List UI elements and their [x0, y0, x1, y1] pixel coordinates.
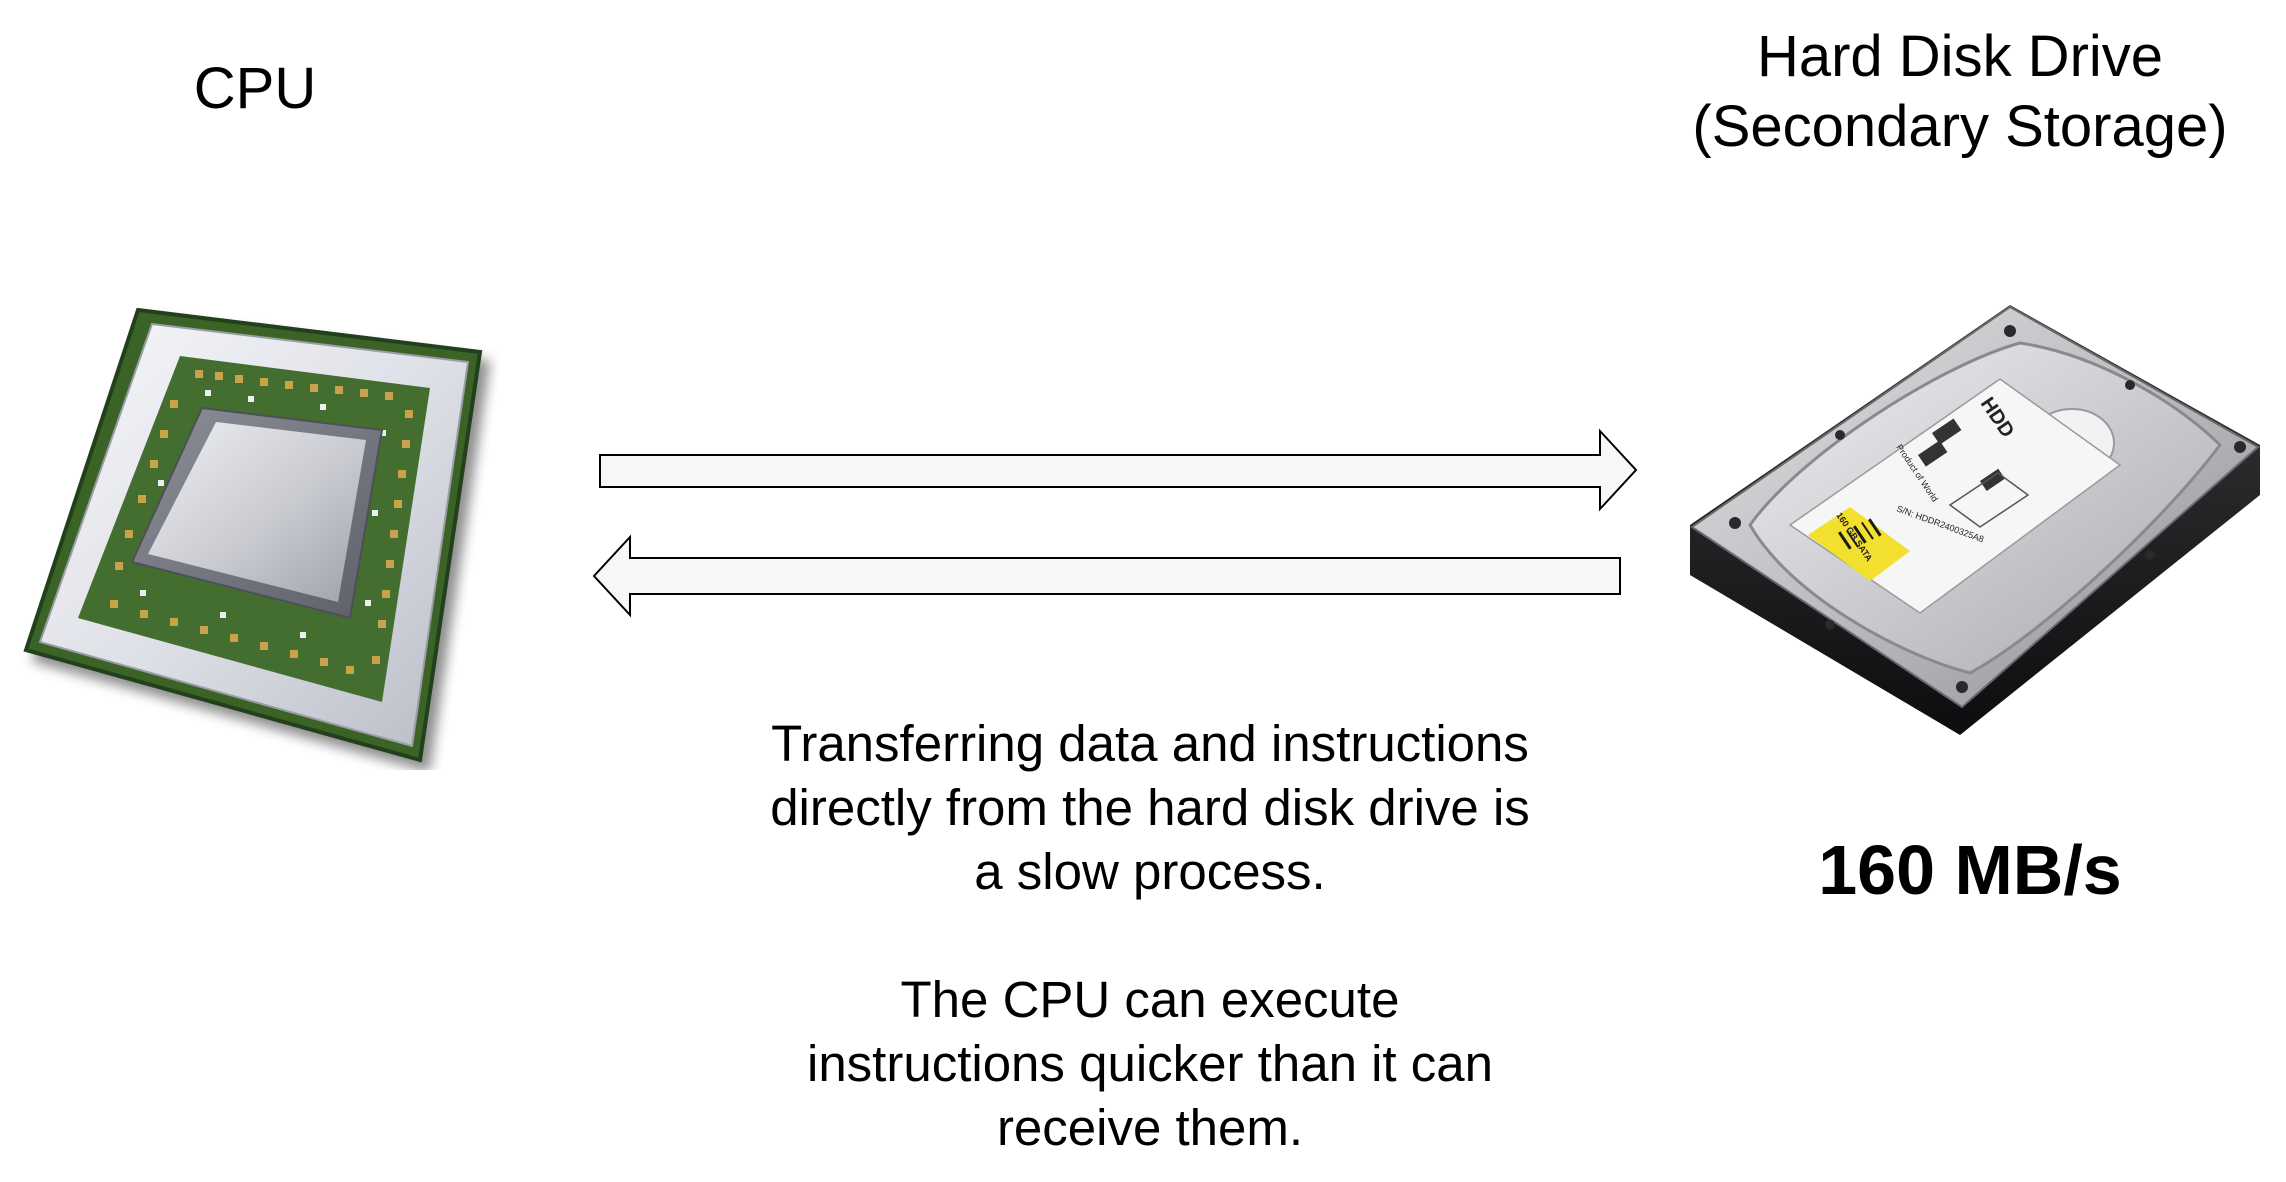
description-line: The CPU can execute — [900, 971, 1400, 1028]
hdd-label-line2: (Secondary Storage) — [1692, 94, 2228, 159]
hdd-sticker-box — [1948, 472, 2030, 528]
hdd-screws — [1729, 325, 2246, 693]
cpu-die — [148, 422, 366, 602]
description-line: directly from the hard disk drive is — [770, 779, 1530, 836]
arrow-right-icon — [599, 428, 1638, 512]
hdd-label: Hard Disk Drive (Secondary Storage) — [1660, 22, 2260, 162]
description-line: instructions quicker than it can — [806, 1035, 1493, 1092]
cpu-chip-icon — [23, 307, 483, 763]
description-line: receive them. — [996, 1099, 1304, 1156]
description-paragraph-2: The CPU can execute instructions quicker… — [700, 968, 1600, 1160]
hdd-label-line1: Hard Disk Drive — [1756, 24, 2164, 89]
description-line: a slow process. — [974, 843, 1326, 900]
description-paragraph-1: Transferring data and instructions direc… — [700, 712, 1600, 904]
arrow-left-icon — [592, 534, 1621, 618]
cpu-pads — [110, 370, 413, 674]
cpu-label: CPU — [193, 56, 317, 121]
hdd-speed: 160 MB/s — [1818, 831, 2122, 909]
description-line: Transferring data and instructions — [771, 715, 1529, 772]
hdd-barcode-icon — [1838, 518, 1882, 550]
hdd-sticker-yellow — [1808, 507, 1910, 581]
hard-disk-drive-icon: HDD Product of World 160 GB SATA S/N: HD… — [1690, 305, 2260, 735]
arrows — [592, 428, 1638, 618]
